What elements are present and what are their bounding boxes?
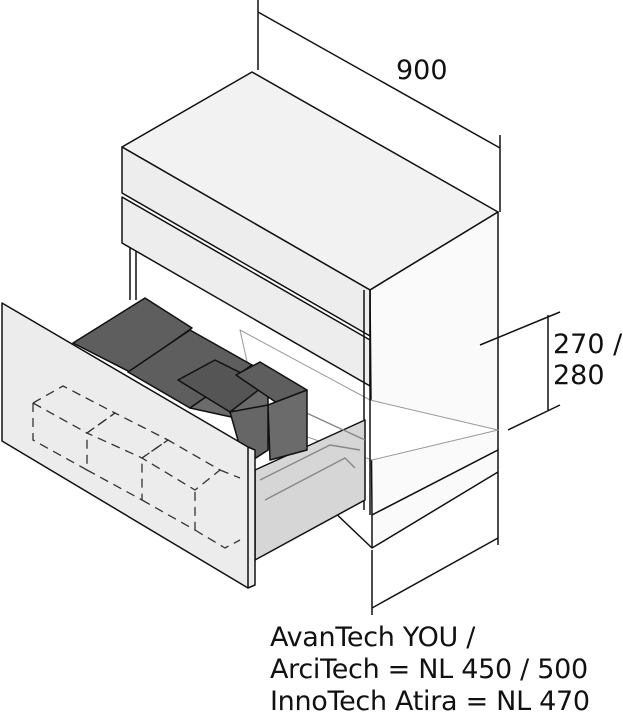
width-label: 900 (396, 55, 448, 86)
caption: AvanTech YOU / ArciTech = NL 450 / 500 I… (270, 622, 590, 718)
bin-lid (72, 297, 193, 373)
height-label-line1: 270 / (553, 329, 623, 360)
depth-dimension (371, 472, 499, 615)
bin-body (267, 389, 308, 461)
width-dimension (257, 0, 501, 212)
caption-line-1: AvanTech YOU / (270, 622, 476, 653)
waste-bins (72, 297, 308, 466)
height-label-line2: 280 (553, 360, 605, 391)
height-dimension (479, 311, 561, 431)
hidden-bins-outline (32, 385, 241, 549)
caption-line-3: InnoTech Atira = NL 470 (270, 686, 590, 717)
caption-line-2: ArciTech = NL 450 / 500 (270, 654, 588, 685)
